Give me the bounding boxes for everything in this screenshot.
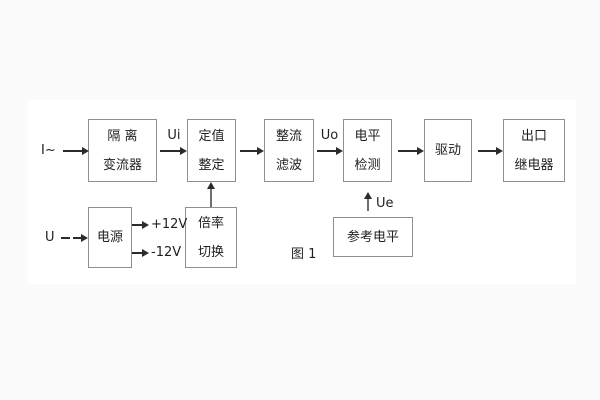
arrow-driver-to-relay-icon xyxy=(478,150,496,152)
arrow-plus12v-icon xyxy=(132,224,142,226)
block-rectifier-filter-line2: 滤波 xyxy=(275,157,302,173)
rail-minus12v-label: -12V xyxy=(151,245,182,260)
arrow-ratio-to-setting-icon xyxy=(210,189,212,207)
arrow-level-to-driver-icon xyxy=(398,150,417,152)
block-driver-line1: 驱动 xyxy=(434,143,461,158)
block-reference-level-line1: 参考电平 xyxy=(346,229,399,245)
arrow-rectifier-to-level-icon xyxy=(317,150,336,152)
block-reference-level: 参考电平 xyxy=(333,217,413,257)
block-level-detection: 电平 检测 xyxy=(343,119,392,182)
block-ratio-switching: 倍率 切换 xyxy=(185,207,237,268)
block-setting-adjustment-line1: 定值 xyxy=(198,128,225,144)
arrow-current-input-icon xyxy=(63,150,82,152)
arrow-voltage-input-icon xyxy=(73,237,81,239)
block-output-relay: 出口 继电器 xyxy=(503,119,565,182)
block-setting-adjustment-line2: 整定 xyxy=(198,157,225,173)
block-level-detection-line1: 电平 xyxy=(354,128,381,144)
block-rectifier-filter-line1: 整流 xyxy=(275,128,302,144)
figure-caption: 图 1 xyxy=(291,247,317,262)
voltage-input-dash-icon xyxy=(61,237,70,239)
arrow-reference-ue-icon xyxy=(367,199,369,211)
signal-uo-label: Uo xyxy=(320,128,339,143)
rail-plus12v-label: +12V xyxy=(151,217,188,232)
signal-ue-label: Ue xyxy=(376,196,394,211)
block-isolation-transformer: 隔 离 变流器 xyxy=(88,119,157,182)
block-rectifier-filter: 整流 滤波 xyxy=(264,119,314,182)
block-power-supply: 电源 xyxy=(88,207,132,268)
block-output-relay-line2: 继电器 xyxy=(514,157,554,173)
block-setting-adjustment: 定值 整定 xyxy=(187,119,236,182)
input-voltage-label: U xyxy=(45,230,55,245)
block-level-detection-line2: 检测 xyxy=(354,157,381,173)
arrow-isolation-to-setting-icon xyxy=(160,150,180,152)
signal-ui-label: Ui xyxy=(167,128,181,143)
block-output-relay-line1: 出口 xyxy=(520,128,547,144)
arrow-minus12v-icon xyxy=(132,252,142,254)
arrow-setting-to-rectifier-icon xyxy=(240,150,257,152)
block-ratio-switching-line1: 倍率 xyxy=(197,215,224,231)
block-driver: 驱动 xyxy=(424,119,472,182)
block-power-supply-line1: 电源 xyxy=(96,230,123,245)
input-current-label: I~ xyxy=(41,143,56,158)
block-isolation-transformer-line1: 隔 离 xyxy=(107,128,138,144)
block-ratio-switching-line2: 切换 xyxy=(197,244,224,260)
block-isolation-transformer-line2: 变流器 xyxy=(102,157,142,173)
